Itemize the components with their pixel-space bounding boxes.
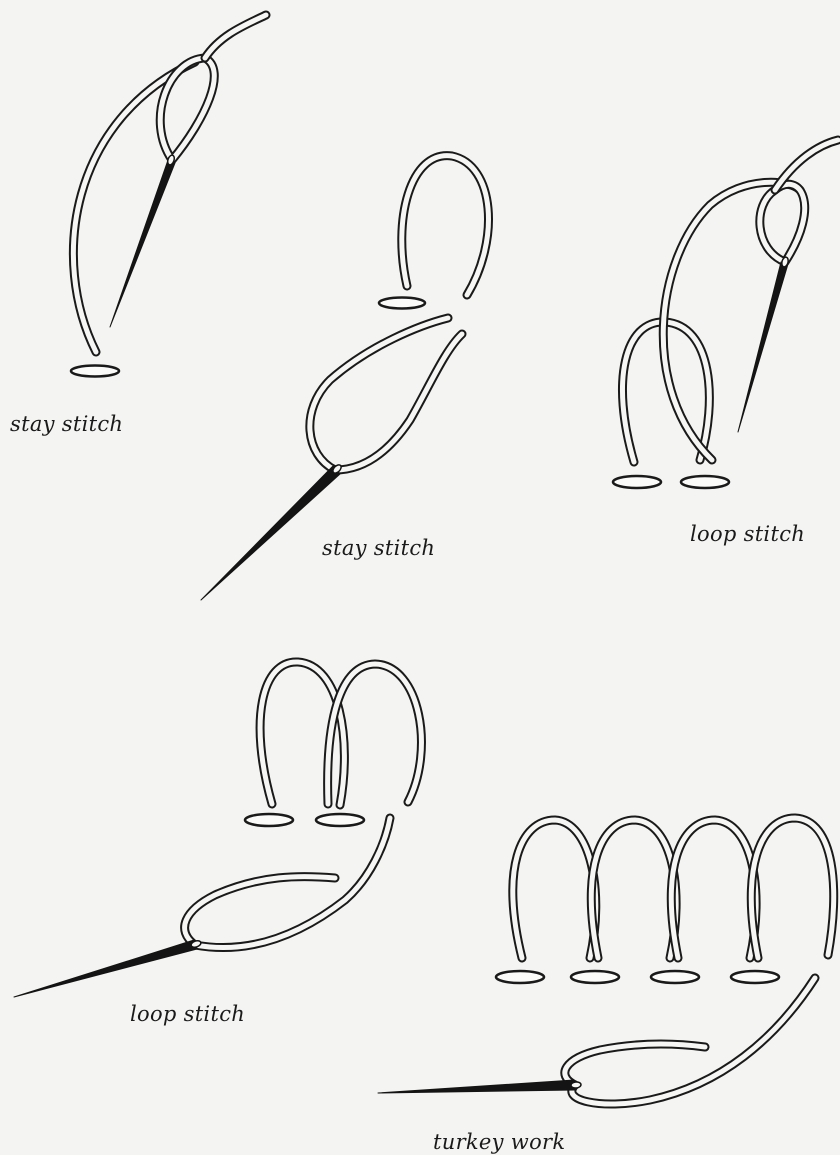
thread-arch <box>513 820 596 958</box>
needle <box>201 463 343 600</box>
thread <box>663 182 800 460</box>
canvas-hole <box>651 971 699 983</box>
thread <box>73 62 195 352</box>
thread-loop <box>310 318 462 470</box>
canvas-hole <box>571 971 619 983</box>
needle <box>110 154 176 327</box>
needle <box>378 1080 581 1093</box>
thread-tail <box>205 15 266 58</box>
thread-loop <box>760 140 838 262</box>
caption-loop-stitch-1: loop stitch <box>690 522 805 546</box>
figure-loop-stitch-2 <box>14 662 421 997</box>
figure-turkey-work <box>378 818 834 1104</box>
caption-stay-stitch-2: stay stitch <box>322 536 435 560</box>
needle <box>14 940 202 997</box>
figure-stay-stitch-1 <box>71 15 266 377</box>
thread-loop <box>565 978 815 1104</box>
thread-arch <box>402 156 489 295</box>
caption-turkey-work: turkey work <box>433 1130 565 1154</box>
canvas-hole <box>245 814 293 826</box>
canvas-hole <box>316 814 364 826</box>
thread-arch <box>591 820 676 958</box>
canvas-hole <box>71 366 119 377</box>
thread-arch <box>671 820 756 958</box>
thread-arch <box>751 818 833 958</box>
canvas-hole <box>731 971 779 983</box>
figure-loop-stitch-1 <box>613 140 838 488</box>
needle <box>738 256 789 432</box>
canvas-hole <box>496 971 544 983</box>
canvas-hole <box>613 476 661 488</box>
canvas-hole <box>379 298 425 309</box>
figure-stay-stitch-2 <box>201 156 488 600</box>
caption-loop-stitch-2: loop stitch <box>130 1002 245 1026</box>
thread-loop <box>185 818 390 948</box>
canvas-hole <box>681 476 729 488</box>
caption-stay-stitch-1: stay stitch <box>10 412 123 436</box>
